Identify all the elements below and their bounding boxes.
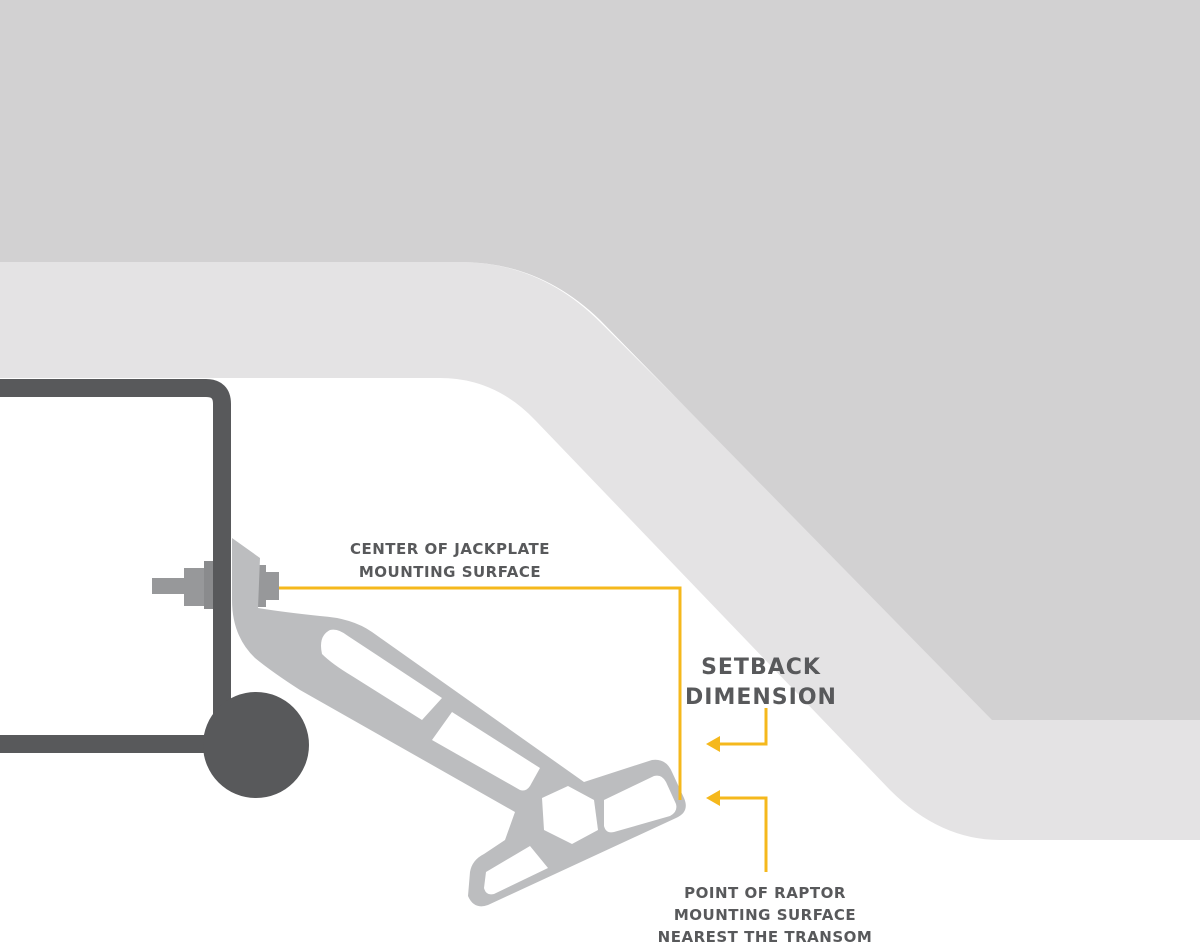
arrowhead-upper [706, 736, 720, 752]
label-raptor-point: POINT OF RAPTOR MOUNTING SURFACE NEAREST… [630, 882, 900, 946]
mounting-bolt [152, 561, 279, 609]
setback-arrow-upper [713, 708, 768, 746]
jackplate-pivot [203, 692, 309, 798]
label-raptor-point-line2: MOUNTING SURFACE [673, 906, 857, 924]
hull-outer-band [0, 262, 1200, 840]
hull-body [0, 0, 1200, 720]
dimension-lines [279, 586, 768, 872]
arrowheads [706, 736, 720, 806]
label-jackplate-center: CENTER OF JACKPLATE MOUNTING SURFACE [330, 538, 570, 584]
label-raptor-point-line1: POINT OF RAPTOR [684, 884, 846, 902]
jackplate-frame [0, 379, 231, 753]
label-setback-line1: SETBACK [701, 655, 821, 680]
setback-arrow-lower [713, 796, 768, 872]
label-jackplate-center-line1: CENTER OF JACKPLATE [349, 540, 551, 558]
label-jackplate-center-line2: MOUNTING SURFACE [358, 563, 542, 581]
arrowhead-lower [706, 790, 720, 806]
label-setback-line2: DIMENSION [685, 685, 837, 710]
jackplate-center-line [279, 586, 682, 800]
raptor-bracket [232, 538, 686, 907]
label-setback-dimension: SETBACK DIMENSION [672, 653, 850, 713]
label-raptor-point-line3: NEAREST THE TRANSOM [657, 928, 873, 946]
